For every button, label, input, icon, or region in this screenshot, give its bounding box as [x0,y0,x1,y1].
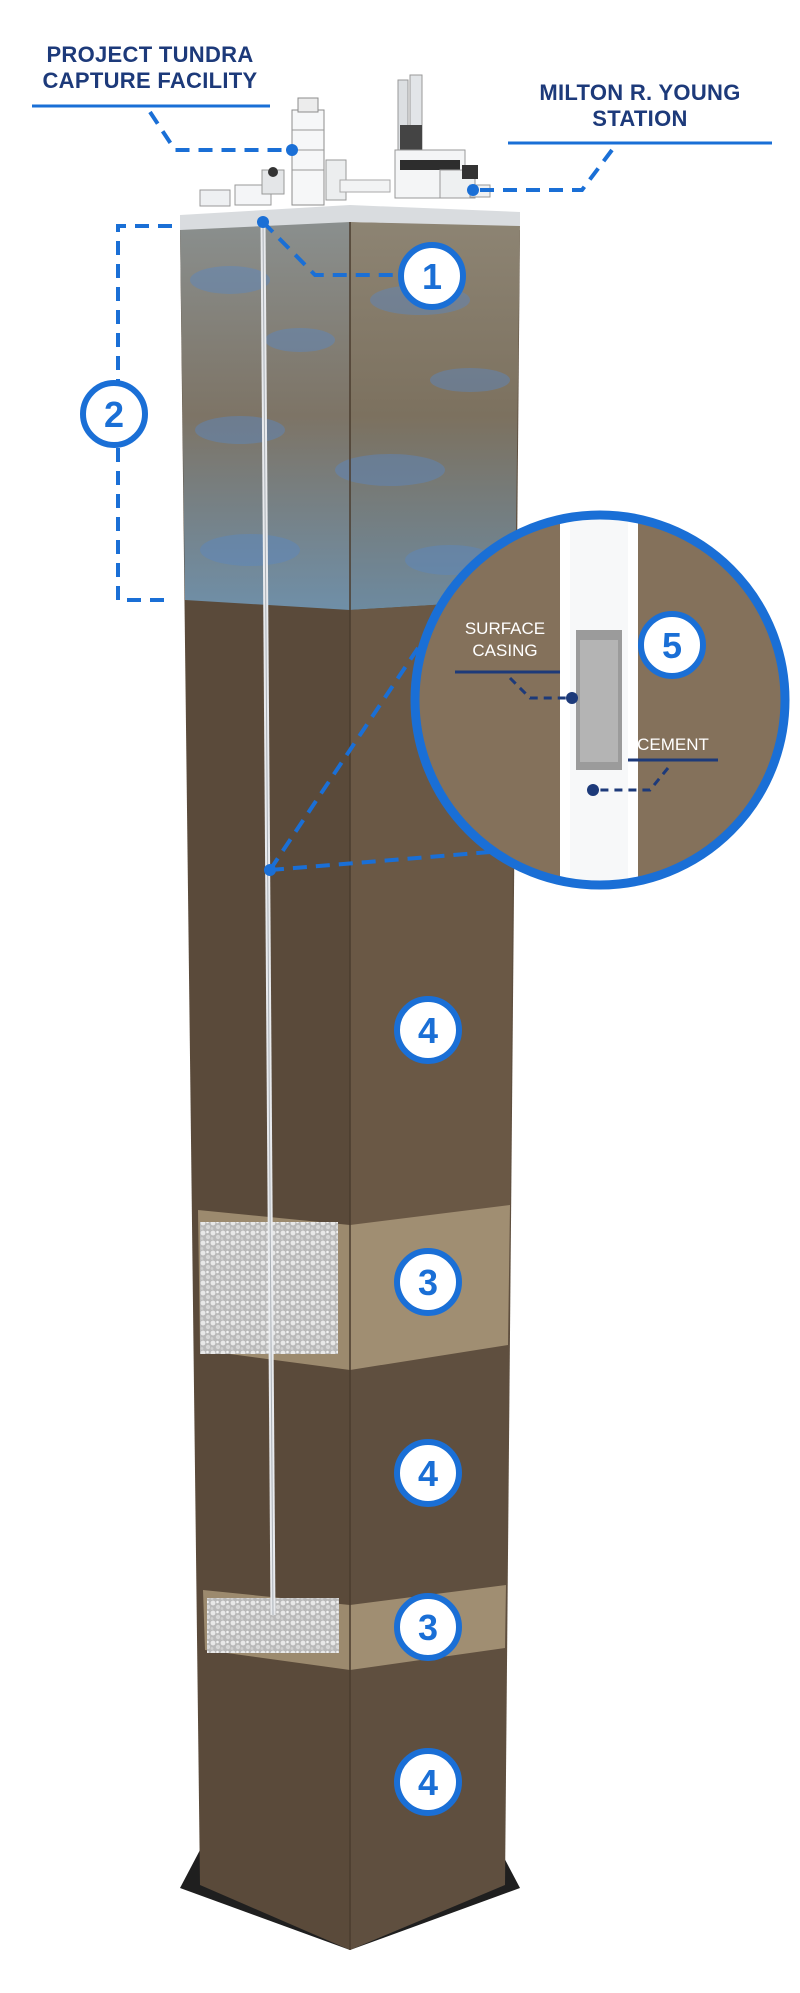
svg-text:2: 2 [104,394,124,435]
capture-facility-label-line2: CAPTURE FACILITY [42,68,257,93]
marker-3-lower: 3 [394,1593,462,1661]
marker-3-upper: 3 [394,1248,462,1316]
marker-5: 5 [638,611,706,679]
upper-formation-right [350,222,520,610]
marker-4-upper: 4 [394,996,462,1064]
surface-casing-label-line1: SURFACE [465,619,545,638]
marker-4-lower: 4 [394,1748,462,1816]
svg-text:1: 1 [422,256,442,297]
station-label-line1: MILTON R. YOUNG [539,80,740,105]
cement-label: CEMENT [637,735,709,754]
capture-facility-label-line1: PROJECT TUNDRA [46,42,253,67]
marker-2: 2 [80,380,148,448]
svg-text:3: 3 [418,1607,438,1648]
station-label-line2: STATION [592,106,687,131]
svg-text:3: 3 [418,1262,438,1303]
well-bore [260,221,276,1616]
marker-1: 1 [398,242,466,310]
casing-magnifier [410,510,790,890]
svg-text:4: 4 [418,1453,438,1494]
surface-casing-label-line2: CASING [472,641,537,660]
svg-text:4: 4 [418,1010,438,1051]
svg-text:5: 5 [662,625,682,666]
svg-text:4: 4 [418,1762,438,1803]
capture-facility-buildings [199,97,391,207]
power-station-buildings [394,74,491,199]
marker-4-middle: 4 [394,1439,462,1507]
column-left-face [180,222,350,1950]
rock-column [180,205,520,1950]
